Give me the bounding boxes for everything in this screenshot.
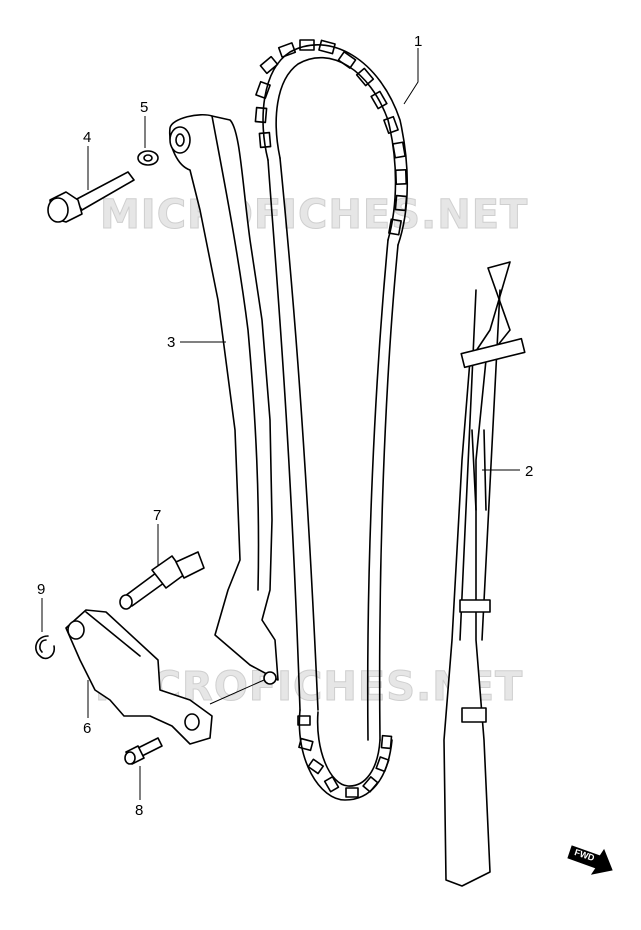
watermark-top: MICROFICHES.NET [100, 192, 528, 238]
tensioner-body [65, 609, 213, 745]
callout-4: 4 [83, 129, 91, 146]
callout-7: 7 [153, 507, 161, 524]
chain-guide [443, 261, 526, 887]
small-bolt [124, 737, 163, 765]
leader-1 [403, 48, 419, 105]
tensioner-arm [168, 113, 279, 685]
tensioner-stud [119, 551, 205, 610]
callout-8: 8 [135, 802, 143, 819]
callout-2: 2 [525, 463, 533, 480]
forward-direction-arrow-icon: FWD [567, 845, 613, 875]
pivot-bolt [47, 171, 135, 223]
circlip [35, 635, 56, 660]
callout-9: 9 [37, 581, 45, 598]
callout-6: 6 [83, 720, 91, 737]
leader-arm-link [209, 679, 265, 705]
cam-chain [254, 39, 409, 801]
callout-1: 1 [414, 33, 422, 50]
callout-5: 5 [140, 99, 148, 116]
washer [137, 150, 159, 166]
callout-3: 3 [167, 334, 175, 351]
